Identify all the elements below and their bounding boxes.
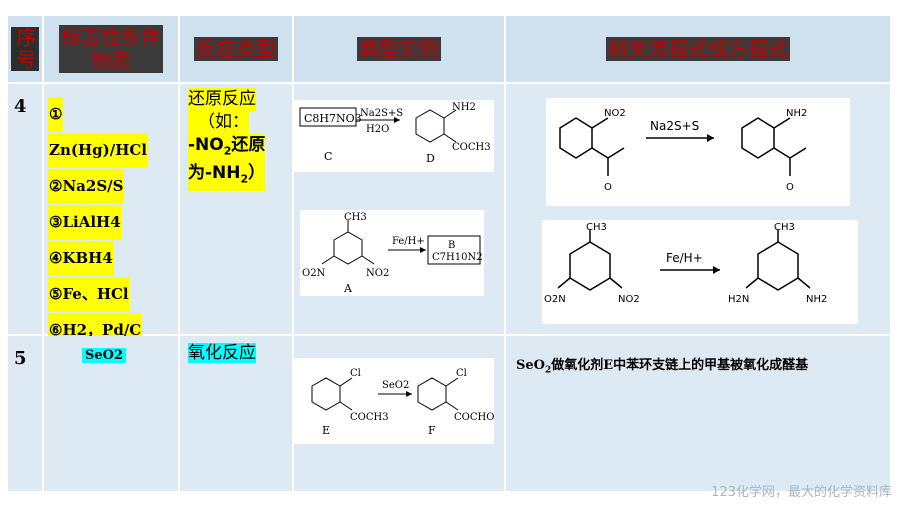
svg-text:Na2S+S: Na2S+S — [360, 108, 403, 119]
svg-text:COCH3: COCH3 — [350, 412, 389, 423]
header-equation: 相关流程式或方程式 — [506, 16, 890, 82]
reaction-table: 序号 标志性条件物质 反应类型 典型实例 相关流程式或方程式 4 ① Zn(Hg… — [8, 16, 890, 491]
example-e-to-f: Cl COCH3 E SeO2 Cl COCHO F — [294, 358, 494, 444]
row5-number: 5 — [14, 348, 27, 369]
svg-text:COCHO: COCHO — [454, 412, 494, 423]
svg-text:F: F — [428, 424, 436, 437]
svg-text:O: O — [604, 182, 612, 193]
row4-number-cell: 4 — [8, 84, 44, 334]
svg-text:A: A — [343, 282, 353, 295]
condition-2: ②Na2S/S — [48, 169, 125, 204]
svg-text:E: E — [322, 424, 330, 437]
header-type: 反应类型 — [180, 16, 294, 82]
type-note-open: （如： — [188, 111, 249, 134]
svg-text:C: C — [324, 150, 332, 163]
svg-text:H2N: H2N — [728, 294, 749, 305]
svg-text:COCH3: COCH3 — [452, 142, 491, 153]
condition-1b: Zn(Hg)/HCl — [48, 133, 148, 168]
svg-text:H2O: H2O — [366, 124, 389, 135]
svg-text:Cl: Cl — [456, 368, 467, 379]
type-reduction: 还原反应 — [188, 88, 256, 111]
equation-nitro-reduction: NO2 O Na2S+S NH2 O — [546, 98, 850, 206]
row4-number: 4 — [14, 96, 27, 117]
condition-5: ⑤Fe、HCl — [48, 277, 130, 312]
svg-text:O2N: O2N — [302, 268, 326, 279]
row4-examples: C8H7NO3 Na2S+S H2O C NH2 COCH3 D — [294, 84, 506, 334]
header-condition: 标志性条件物质 — [44, 16, 180, 82]
svg-text:C7H10N2: C7H10N2 — [432, 252, 483, 263]
example-c-to-d: C8H7NO3 Na2S+S H2O C NH2 COCH3 D — [294, 100, 494, 172]
svg-text:NH2: NH2 — [806, 294, 827, 305]
row5-condition-cell: SeO2 — [44, 336, 180, 491]
svg-text:B: B — [448, 240, 455, 251]
svg-text:SeO2: SeO2 — [382, 380, 409, 391]
svg-text:NO2: NO2 — [366, 268, 389, 279]
row5-description: SeO2做氧化剂E中苯环支链上的甲基被氧化成醛基 — [516, 358, 809, 376]
svg-text:NH2: NH2 — [786, 108, 807, 119]
type-note-nh2: 为-NH2） — [188, 162, 266, 191]
svg-text:Na2S+S: Na2S+S — [650, 119, 699, 133]
svg-text:C8H7NO3: C8H7NO3 — [304, 112, 362, 125]
example-a-to-b: CH3 O2N NO2 A Fe/H+ B C7H10N2 — [300, 210, 484, 296]
svg-text:CH3: CH3 — [774, 222, 795, 233]
row-4: 4 ① Zn(Hg)/HCl ②Na2S/S ③LiAlH4 ④KBH4 ⑤Fe… — [8, 84, 890, 348]
condition-3: ③LiAlH4 — [48, 205, 122, 240]
type-note-no2: -NO2还原 — [188, 134, 266, 163]
row-5: 5 SeO2 氧化反应 Cl COCH3 E SeO2 — [8, 336, 890, 491]
svg-text:CH3: CH3 — [344, 212, 367, 223]
header-seq: 序号 — [8, 16, 44, 82]
row5-number-cell: 5 — [8, 336, 44, 491]
svg-text:O2N: O2N — [544, 294, 566, 305]
row4-conditions: ① Zn(Hg)/HCl ②Na2S/S ③LiAlH4 ④KBH4 ⑤Fe、H… — [44, 84, 180, 348]
footer-watermark: 123化学网，最大的化学资料库 — [711, 485, 892, 500]
equation-dinitro-reduction: CH3 O2N NO2 Fe/H+ CH3 H2N NH2 — [542, 220, 858, 324]
type-oxidation: 氧化反应 — [188, 343, 256, 363]
svg-text:NH2: NH2 — [452, 102, 476, 113]
svg-text:Fe/H+: Fe/H+ — [392, 236, 425, 247]
svg-text:Cl: Cl — [350, 368, 361, 379]
svg-text:O: O — [786, 182, 794, 193]
row5-example-cell: Cl COCH3 E SeO2 Cl COCHO F — [294, 336, 506, 491]
svg-text:Fe/H+: Fe/H+ — [666, 251, 703, 265]
svg-text:D: D — [426, 152, 435, 165]
svg-text:CH3: CH3 — [586, 222, 607, 233]
condition-4: ④KBH4 — [48, 241, 114, 276]
row4-equations: NO2 O Na2S+S NH2 O — [506, 84, 890, 334]
header-example: 典型实例 — [294, 16, 506, 82]
condition-1: ① — [48, 97, 64, 132]
row5-description-cell: SeO2做氧化剂E中苯环支链上的甲基被氧化成醛基 — [506, 336, 890, 491]
condition-seo2: SeO2 — [82, 348, 127, 363]
row4-type: 还原反应 （如： -NO2还原 为-NH2） — [180, 84, 294, 334]
row5-type-cell: 氧化反应 — [180, 336, 294, 491]
svg-text:NO2: NO2 — [618, 294, 640, 305]
svg-text:NO2: NO2 — [604, 108, 626, 119]
